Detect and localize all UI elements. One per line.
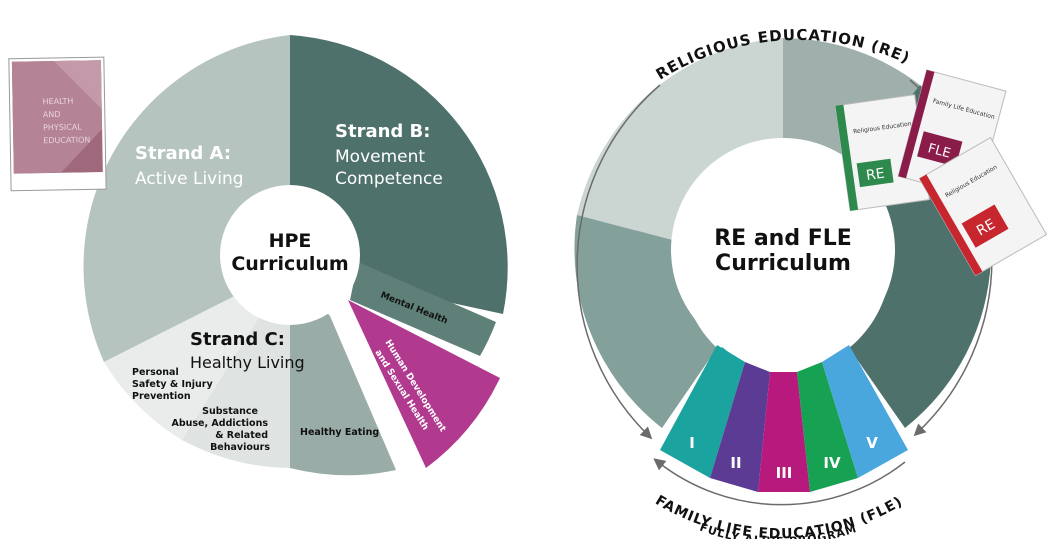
svg-text:Prevention: Prevention <box>132 391 191 402</box>
strand-c-title: Strand C: <box>190 329 285 350</box>
hpe-document-cover: HEALTH AND PHYSICAL EDUCATION <box>8 56 107 192</box>
svg-text:PHYSICAL: PHYSICAL <box>43 123 82 133</box>
hpe-center-circle <box>220 185 360 325</box>
fle-segment-1-outer <box>660 345 745 478</box>
strand-b-subtitle-2: Competence <box>335 169 443 189</box>
strand-a-subtitle: Active Living <box>135 169 244 189</box>
re-fle-center-circle <box>671 138 895 362</box>
svg-text:HEALTH: HEALTH <box>43 97 74 107</box>
fle-segment-2 <box>710 362 770 492</box>
fle-segment-5 <box>822 345 908 478</box>
strand-b-title: Strand B: <box>335 121 430 142</box>
svg-text:I: I <box>689 434 695 452</box>
personal-safety-segment <box>104 268 290 440</box>
svg-text:Safety & Injury: Safety & Injury <box>132 379 213 390</box>
svg-text:IV: IV <box>823 454 841 472</box>
hpe-center-subtitle: Curriculum <box>231 253 348 275</box>
re-fle-diagram: I II III IV V RE and FLE Curriculum RELI… <box>574 26 1047 539</box>
svg-text:AND: AND <box>43 110 61 119</box>
re-fle-center-title: RE and FLE <box>714 226 852 251</box>
human-development-segment <box>348 300 500 468</box>
fle-segment-3 <box>758 372 810 492</box>
re-book-green: Religious Education RE <box>834 94 930 212</box>
re-segment-light <box>577 38 783 243</box>
fle-segment-labels: I II III IV V <box>689 434 878 482</box>
substance-abuse-label: Substance Abuse, Addictions & Related Be… <box>171 406 270 453</box>
strand-a-title: Strand A: <box>135 143 231 164</box>
healthy-eating-label: Healthy Eating <box>300 427 379 438</box>
re-fle-center-subtitle: Curriculum <box>715 251 851 276</box>
svg-text:Behaviours: Behaviours <box>210 442 270 453</box>
bottom-arc-arrow <box>653 458 906 506</box>
fle-arc-label: FAMILY LIFE EDUCATION (FLE) <box>653 493 906 539</box>
strand-c-subtitle: Healthy Living <box>190 353 305 372</box>
svg-text:& Related: & Related <box>215 430 268 441</box>
svg-text:Substance: Substance <box>202 406 258 417</box>
svg-text:Abuse, Addictions: Abuse, Addictions <box>171 418 268 429</box>
hpe-center-title: HPE <box>269 230 312 252</box>
personal-safety-label: Personal Safety & Injury Prevention <box>132 367 213 402</box>
re-book-red: Religious Education RE <box>918 136 1047 277</box>
svg-text:III: III <box>776 464 793 482</box>
left-arc-arrow <box>576 84 661 440</box>
hpe-diagram: HPE Curriculum Strand A: Active Living S… <box>8 35 508 476</box>
svg-text:EDUCATION: EDUCATION <box>43 135 90 145</box>
svg-text:Personal: Personal <box>132 367 179 378</box>
strand-b-subtitle-1: Movement <box>335 147 425 167</box>
svg-text:RE: RE <box>865 166 886 184</box>
svg-text:FLE: FLE <box>926 141 952 161</box>
mental-health-segment <box>350 262 496 356</box>
fle-segment-4 <box>797 362 858 492</box>
svg-text:II: II <box>730 454 741 472</box>
svg-text:V: V <box>866 434 878 452</box>
